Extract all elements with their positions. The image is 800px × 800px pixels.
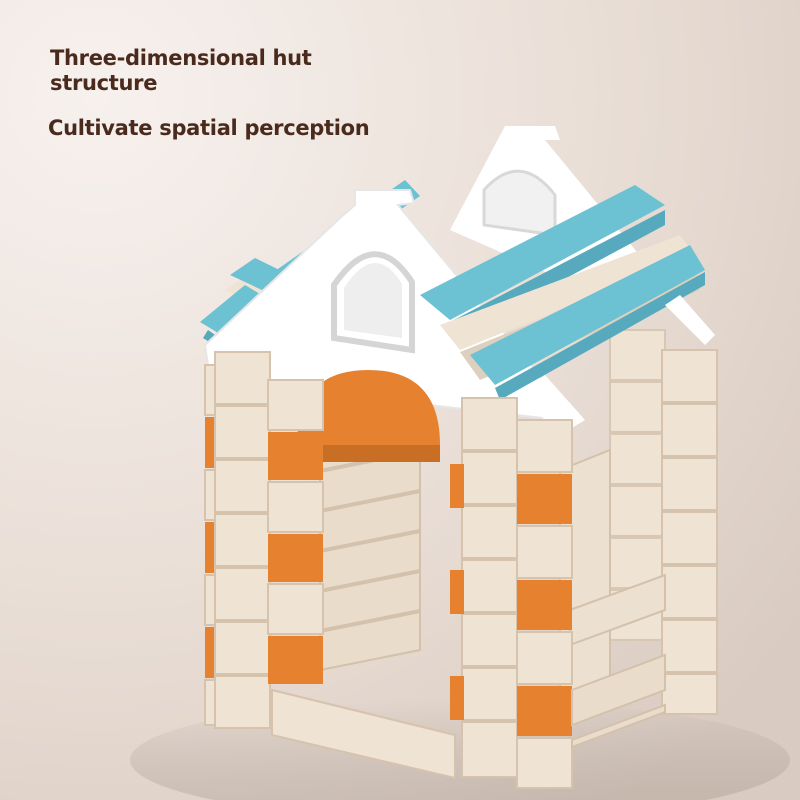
- headline-title: Three-dimensional hut structure: [50, 46, 312, 95]
- hut-front-roof: [200, 180, 715, 435]
- hut-right-wall: [450, 397, 666, 789]
- hut-arch-block: [297, 370, 440, 462]
- hut-left-wall: [204, 351, 456, 780]
- headline-subtitle: Cultivate spatial perception: [48, 116, 370, 140]
